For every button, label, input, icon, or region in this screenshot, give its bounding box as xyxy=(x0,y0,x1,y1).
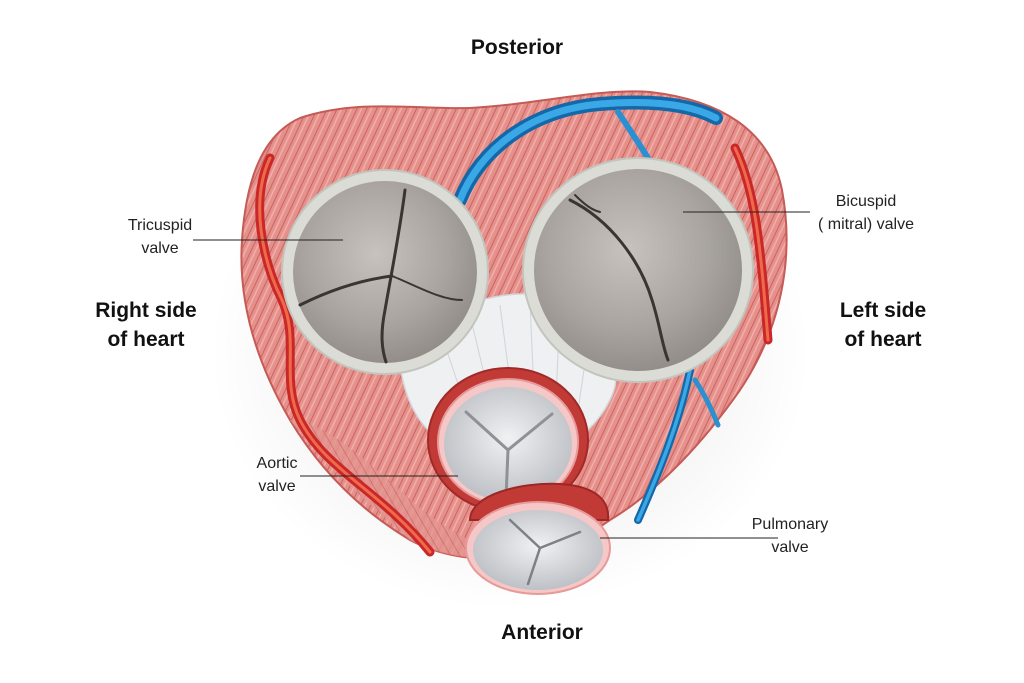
heart-muscle-lower xyxy=(290,420,520,560)
bicuspid-label-line2: ( mitral) valve xyxy=(817,216,914,233)
aortic-label: Aortic valve xyxy=(232,452,322,498)
right-side-label: Right side of heart xyxy=(78,296,214,354)
right-coronary-artery-highlight xyxy=(258,156,432,554)
great-cardiac-vein-highlight xyxy=(636,368,692,522)
left-side-line1: Left side xyxy=(839,299,927,322)
aortic-valve-cusps xyxy=(444,387,572,501)
aortic-label-line2: valve xyxy=(258,478,296,495)
left-side-line2: of heart xyxy=(844,328,922,351)
mitral-commissure xyxy=(568,194,670,362)
tricuspid-label-line2: valve xyxy=(141,240,179,257)
anterior-heading: Anterior xyxy=(501,621,583,644)
aortic-label-line1: Aortic xyxy=(256,455,298,472)
pulmonary-label-line2: valve xyxy=(771,539,809,556)
pulmonary-valve-cusps xyxy=(473,510,603,590)
tricuspid-valve-leaflets xyxy=(293,181,477,363)
vein-branch-top xyxy=(615,109,651,161)
vein-branch-right xyxy=(692,377,721,428)
coronary-sinus-vein-highlight xyxy=(456,99,720,204)
bicuspid-label-line1: Bicuspid xyxy=(835,193,897,210)
pulmonary-label-line1: Pulmonary xyxy=(751,516,829,533)
right-side-line2: of heart xyxy=(107,328,185,351)
right-side-line1: Right side xyxy=(95,299,197,322)
left-side-label: Left side of heart xyxy=(815,296,951,354)
circumflex-artery-highlight xyxy=(733,146,770,342)
tricuspid-label: Tricuspid valve xyxy=(110,214,210,260)
pulmonary-commissures xyxy=(508,518,582,586)
bicuspid-label: Bicuspid ( mitral) valve xyxy=(796,190,936,236)
tricuspid-label-line1: Tricuspid xyxy=(127,217,193,234)
tricuspid-commissures xyxy=(298,188,463,364)
pulmonary-label: Pulmonary valve xyxy=(730,513,850,559)
posterior-heading: Posterior xyxy=(470,36,564,59)
